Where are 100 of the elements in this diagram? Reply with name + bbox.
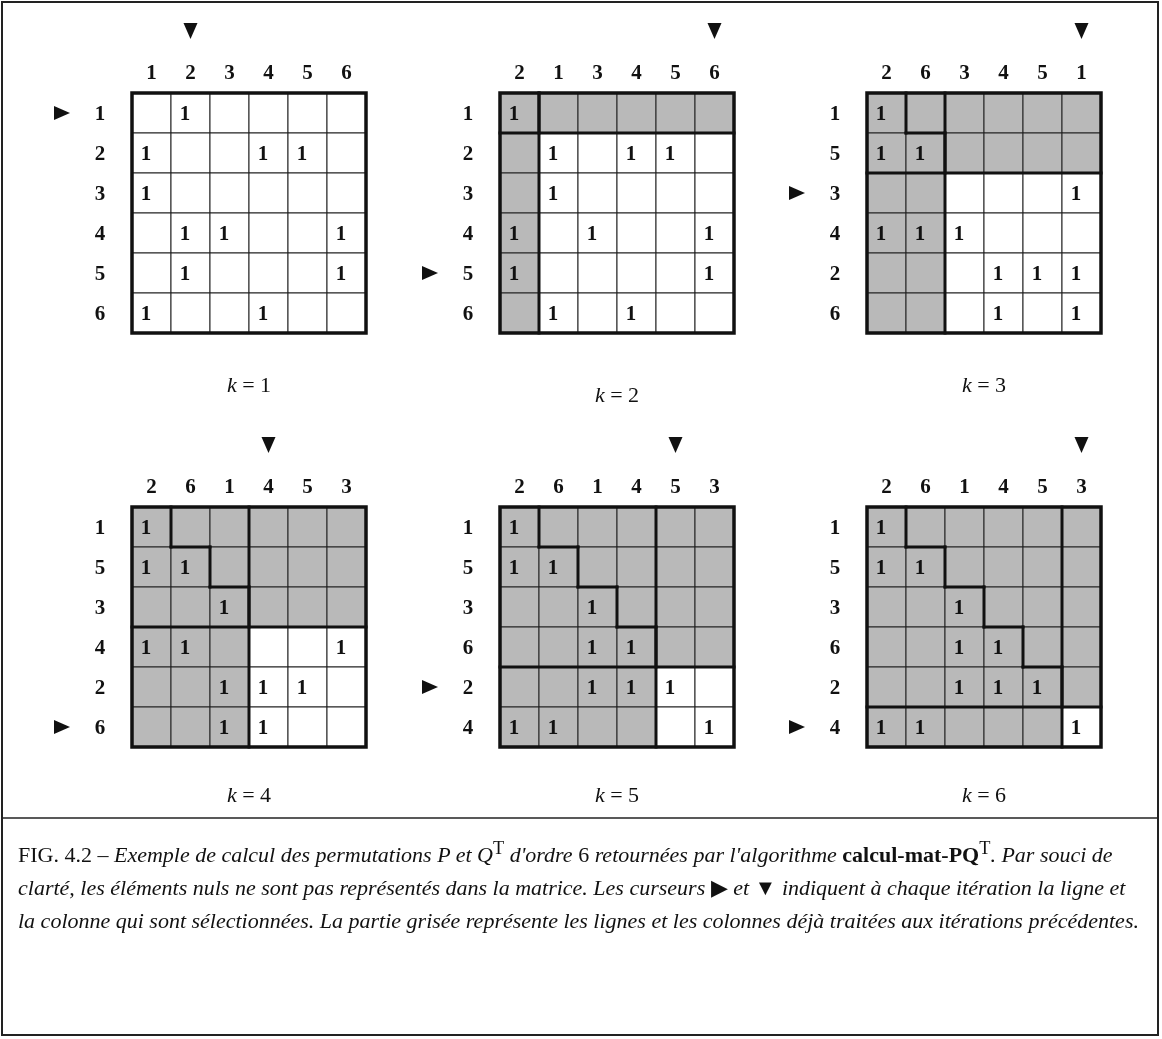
matrix-entry: 1 <box>218 716 230 738</box>
row-number: 3 <box>462 182 474 204</box>
row-number: 4 <box>94 636 106 658</box>
column-number: 3 <box>224 61 235 83</box>
matrix-entry: 1 <box>257 676 269 698</box>
matrix-entry: 1 <box>914 716 926 738</box>
matrix-entry: 1 <box>586 636 598 658</box>
matrix-entry: 1 <box>586 222 598 244</box>
matrix-entry: 1 <box>625 676 637 698</box>
column-number: 6 <box>341 61 352 83</box>
matrix-entry: 1 <box>992 636 1004 658</box>
row-number: 5 <box>462 556 474 578</box>
row-number: 3 <box>462 596 474 618</box>
row-number: 3 <box>94 182 106 204</box>
matrix-entry: 1 <box>335 262 347 284</box>
column-number: 6 <box>920 61 931 83</box>
matrix-entry: 1 <box>664 676 676 698</box>
matrix-entry: 1 <box>179 636 191 658</box>
matrix-entry: 1 <box>218 676 230 698</box>
matrix-entry: 1 <box>335 222 347 244</box>
matrix-entry: 1 <box>875 716 887 738</box>
column-number: 4 <box>263 61 274 83</box>
column-number: 2 <box>514 475 525 497</box>
row-number: 4 <box>462 222 474 244</box>
column-number: 3 <box>341 475 352 497</box>
row-number: 5 <box>829 142 841 164</box>
matrix-entry: 1 <box>914 222 926 244</box>
iteration-label: k = 3 <box>961 374 1007 396</box>
row-number: 5 <box>94 556 106 578</box>
column-number: 3 <box>1076 475 1087 497</box>
matrix-entry: 1 <box>1070 262 1082 284</box>
matrix-entry: 1 <box>914 556 926 578</box>
matrix-entry: 1 <box>508 222 520 244</box>
matrix-entry: 1 <box>335 636 347 658</box>
column-number: 4 <box>998 61 1009 83</box>
row-number: 4 <box>94 222 106 244</box>
matrix-entry: 1 <box>140 556 152 578</box>
matrix-entry: 1 <box>875 222 887 244</box>
row-number: 4 <box>462 716 474 738</box>
matrix-entry: 1 <box>1031 262 1043 284</box>
iteration-label: k = 4 <box>226 784 272 806</box>
row-number: 2 <box>462 676 474 698</box>
row-number: 6 <box>829 302 841 324</box>
row-number: 5 <box>462 262 474 284</box>
matrix-entry: 1 <box>875 516 887 538</box>
matrix-entry: 1 <box>625 302 637 324</box>
row-number: 2 <box>829 262 841 284</box>
iteration-label: k = 1 <box>226 374 272 396</box>
matrix-entry: 1 <box>625 636 637 658</box>
matrix-entry: 1 <box>218 596 230 618</box>
column-number: 5 <box>302 475 313 497</box>
column-number: 4 <box>263 475 274 497</box>
row-number: 3 <box>829 596 841 618</box>
iteration-label: k = 6 <box>961 784 1007 806</box>
column-number: 1 <box>553 61 564 83</box>
matrix-entry: 1 <box>140 182 152 204</box>
row-number: 2 <box>94 676 106 698</box>
matrix-entry: 1 <box>703 716 715 738</box>
matrix-entry: 1 <box>875 142 887 164</box>
column-number: 2 <box>881 61 892 83</box>
matrix-entry: 1 <box>140 302 152 324</box>
row-number: 3 <box>829 182 841 204</box>
matrix-entry: 1 <box>914 142 926 164</box>
matrix-entry: 1 <box>1070 182 1082 204</box>
row-number: 1 <box>94 102 106 124</box>
column-number: 3 <box>959 61 970 83</box>
matrix-entry: 1 <box>508 556 520 578</box>
column-number: 5 <box>670 61 681 83</box>
matrix-entry: 1 <box>179 102 191 124</box>
column-number: 2 <box>514 61 525 83</box>
row-number: 3 <box>94 596 106 618</box>
column-number: 5 <box>670 475 681 497</box>
row-number: 5 <box>94 262 106 284</box>
row-number: 6 <box>462 302 474 324</box>
column-number: 3 <box>592 61 603 83</box>
matrix-entry: 1 <box>703 222 715 244</box>
column-number: 2 <box>881 475 892 497</box>
column-number: 6 <box>920 475 931 497</box>
column-number: 1 <box>592 475 603 497</box>
column-number: 5 <box>1037 475 1048 497</box>
row-number: 1 <box>462 516 474 538</box>
matrix-entry: 1 <box>547 556 559 578</box>
matrix-entry: 1 <box>1070 302 1082 324</box>
matrix-entry: 1 <box>140 516 152 538</box>
matrix-entry: 1 <box>953 676 965 698</box>
figure-caption: FIG. 4.2 – Exemple de calcul des permutations P et Q$^{T}$ d'ordre 6 retournées par l'algorithme calcul-mat-PQ$^{T}$. Par souci de clarté, les éléments nuls ne sont pas représentés dans la matrice. Les curseurs ▶ et ▼ indiquent à chaque itération la ligne et la colonne qui sont sélectionnées. La partie grisée représente les lignes et les colonnes déjà traitées aux itérations précédentes. <box>18 837 1140 936</box>
matrix-entry: 1 <box>625 142 637 164</box>
row-number: 1 <box>829 102 841 124</box>
row-number: 5 <box>829 556 841 578</box>
matrix-entry: 1 <box>296 142 308 164</box>
matrix-entry: 1 <box>140 636 152 658</box>
matrix-entry: 1 <box>547 142 559 164</box>
column-number: 6 <box>709 61 720 83</box>
row-number: 4 <box>829 716 841 738</box>
matrix-entry: 1 <box>586 676 598 698</box>
iteration-label: k = 2 <box>594 384 640 406</box>
matrix-entry: 1 <box>703 262 715 284</box>
matrix-entry: 1 <box>953 596 965 618</box>
matrix-entry: 1 <box>1031 676 1043 698</box>
matrix-entry: 1 <box>586 596 598 618</box>
